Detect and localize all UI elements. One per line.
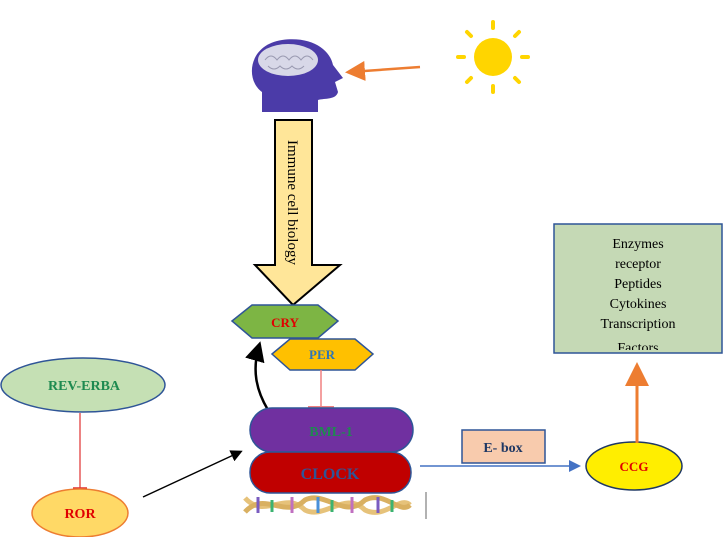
bml-to-cry-arrow [245,341,270,411]
immune-cell-biology-arrow [252,119,343,307]
e-box [461,429,546,464]
clock-pill [249,451,412,494]
output-item: Cytokines [610,297,667,312]
ccg-label: CCG [620,459,649,474]
ror-ellipse [31,488,129,537]
head-brain-icon [251,39,343,113]
outputs-box [553,223,723,354]
rev-erba-label: REV-ERBA [48,379,121,394]
output-item: Transcription [601,317,676,332]
rev-erba-ellipse [0,357,166,413]
output-item: Enzymes [612,237,663,252]
dna-helix-icon [243,495,412,515]
per-hexagon [270,338,375,371]
bml-1-label: BML-1 [309,425,353,440]
ror-to-bml-arrow [142,450,243,498]
output-item: Peptides [614,277,661,292]
output-item: Factors [617,341,658,356]
cry-label: CRY [271,315,299,330]
immune-arrow-label: Immune cell biology [284,140,300,265]
output-item: receptor [615,257,661,272]
sun-icon [456,20,530,94]
per-label: PER [309,347,336,362]
ccg-ellipse [585,441,683,491]
e-box-label: E- box [483,441,522,456]
light-arrow [345,60,421,81]
clock-label: CLOCK [301,466,360,483]
cry-hexagon [230,304,340,339]
ror-label: ROR [64,507,96,522]
